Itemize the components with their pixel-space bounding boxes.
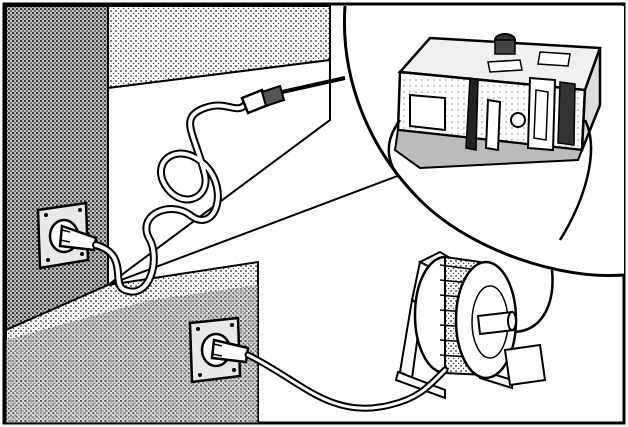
appliance-box [393,33,602,170]
lower-wall-shadow [6,285,258,423]
cable-drum [394,250,547,400]
room-edge-line [107,159,441,286]
cable-plug-connector [240,76,346,115]
inset-appliance-circle [342,5,625,278]
coiled-cable-inner [94,103,247,294]
appliance-cable [387,119,402,179]
lower-cable-inner [246,353,447,410]
drum-output-cable [514,269,554,334]
lower-wall-socket [188,316,250,384]
upper-wall-pillar [5,5,109,332]
upper-wall-socket [36,201,98,270]
upper-floor [107,58,331,287]
